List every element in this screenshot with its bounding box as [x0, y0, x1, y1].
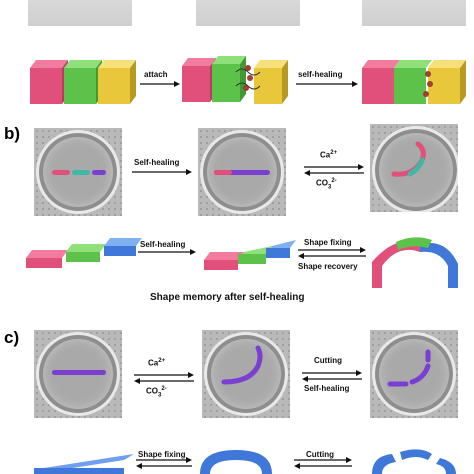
- three-segments: [52, 170, 106, 175]
- arch-shape: [372, 237, 458, 288]
- cutting-label-c2: Cutting: [306, 450, 334, 459]
- bent-strip-c: [221, 345, 263, 385]
- petri-dish: [204, 332, 288, 416]
- panel-c-photo-3: [370, 330, 458, 418]
- top-photo-2: [196, 0, 300, 26]
- cube-set-healed: [362, 60, 466, 104]
- cube-set-separate: [30, 60, 136, 104]
- ca-ion-label-c: Ca2+: [148, 358, 166, 368]
- shape-fixing-label-b: Shape fixing: [304, 238, 352, 247]
- panel-c-schematic: [34, 449, 456, 474]
- attach-label: attach: [144, 70, 168, 79]
- panel-b-photo-3: [370, 124, 458, 212]
- panel-b-schematic: [26, 237, 458, 288]
- healed-strip: [214, 170, 270, 175]
- petri-dish: [372, 332, 456, 416]
- reversible-arrow-b: [304, 164, 364, 176]
- top-photo-1: [28, 0, 132, 26]
- bent-strip: [391, 141, 426, 177]
- joined-sheet: [204, 240, 296, 270]
- cut-pieces: [387, 349, 431, 387]
- self-healing-label-a: self-healing: [298, 70, 343, 79]
- shape-recovery-label-b: Shape recovery: [298, 262, 358, 271]
- separate-sheets: [26, 238, 142, 268]
- panel-c-letter: c): [4, 328, 20, 347]
- self-healing-label-c: Self-healing: [304, 384, 350, 393]
- co3-ion-label-b: CO32-: [316, 178, 337, 191]
- co3-ion-label-c: CO32-: [146, 386, 167, 399]
- panel-b-letter: b): [4, 124, 21, 143]
- self-healing-label-b2: Self-healing: [140, 240, 186, 249]
- panel-a-cubes: [30, 56, 466, 104]
- cube-set-attaching: [182, 56, 288, 104]
- panel-c-photo-2: [202, 330, 290, 418]
- reversible-arrow-c2: [302, 370, 362, 382]
- shape-fixing-label-c: Shape fixing: [138, 450, 186, 459]
- panel-c-photo-1: [34, 330, 122, 418]
- cutting-label-c: Cutting: [314, 356, 342, 365]
- ca-ion-label-b: Ca2+: [320, 150, 338, 160]
- panel-b-photo-2: [198, 128, 286, 216]
- panel-b-photo-1: [34, 128, 122, 216]
- self-healing-arrow-b1: [132, 169, 192, 175]
- self-healing-label-b1: Self-healing: [134, 158, 180, 167]
- straight-strip: [52, 370, 106, 375]
- panel-b-caption: Shape memory after self-healing: [150, 292, 305, 303]
- reversible-arrow-c1: [134, 372, 194, 384]
- top-photo-3: [362, 0, 466, 26]
